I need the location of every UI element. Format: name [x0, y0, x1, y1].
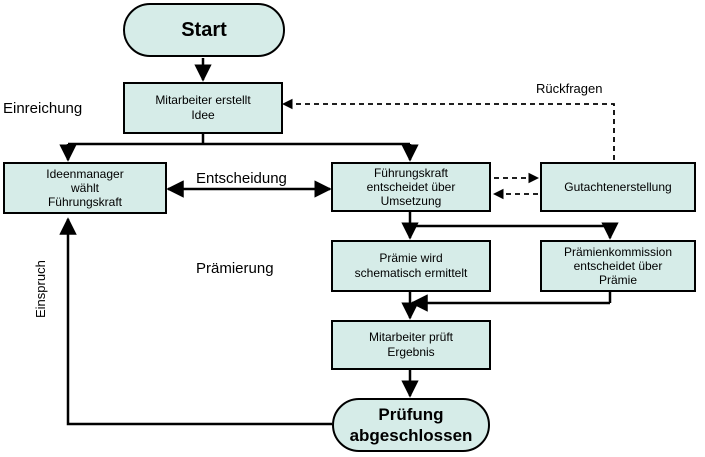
label-einreichung: Einreichung — [3, 100, 83, 117]
gutachten-label: Gutachtenerstellung — [564, 179, 672, 194]
line-rueckfragen — [281, 98, 615, 160]
pruefung-node[interactable]: Mitarbeiter prüft Ergebnis — [331, 320, 491, 370]
pruefung-label: Mitarbeiter prüft Ergebnis — [368, 330, 454, 359]
start-node[interactable]: Start — [123, 3, 285, 57]
praemie-label: Prämie wird schematisch ermittelt — [354, 251, 468, 280]
end-node[interactable]: Prüfung abgeschlossen — [332, 398, 490, 452]
idea-node[interactable]: Mitarbeiter erstellt Idee — [123, 82, 283, 134]
label-entscheidung: Entscheidung — [196, 170, 287, 187]
label-praemierung: Prämierung — [196, 260, 274, 277]
label-rueckfragen: Rückfragen — [536, 81, 603, 96]
ideenmanager-node[interactable]: Ideenmanager wählt Führungskraft — [3, 162, 167, 214]
idea-label: Mitarbeiter erstellt Idee — [155, 93, 251, 122]
fuehrungskraft-node[interactable]: Führungskraft entscheidet über Umsetzung — [331, 162, 491, 212]
label-einspruch: Einspruch — [33, 260, 48, 318]
praemie-node[interactable]: Prämie wird schematisch ermittelt — [331, 240, 491, 292]
start-label: Start — [181, 18, 227, 41]
kommission-label: Prämienkommission entscheidet über Prämi… — [563, 245, 673, 287]
ideenmanager-label: Ideenmanager wählt Führungskraft — [46, 167, 124, 209]
kommission-node[interactable]: Prämienkommission entscheidet über Prämi… — [540, 240, 696, 292]
gutachten-node[interactable]: Gutachtenerstellung — [540, 162, 696, 212]
fuehrungskraft-label: Führungskraft entscheidet über Umsetzung — [366, 166, 456, 208]
line-einspruch — [59, 217, 332, 426]
end-label: Prüfung abgeschlossen — [349, 405, 473, 445]
